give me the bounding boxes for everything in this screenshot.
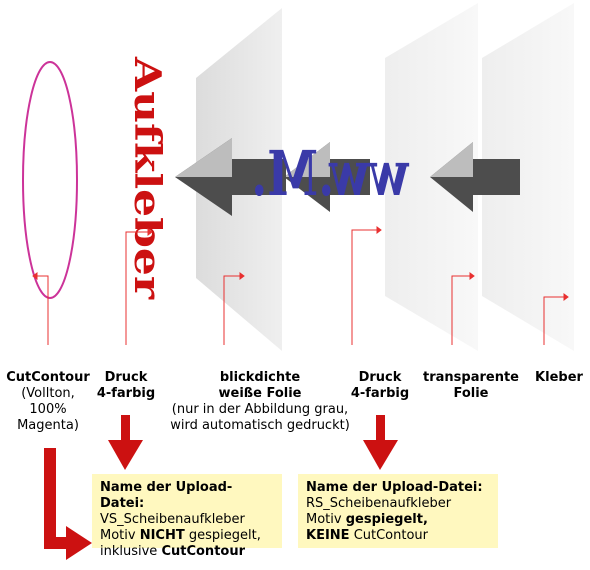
upload-filename: VS_Scheibenaufkleber — [100, 512, 245, 527]
label-druck-rs: Druck 4-farbig — [342, 370, 418, 402]
label-title: 4-farbig — [96, 386, 156, 401]
upload-heading: Name der Upload-Datei: — [100, 480, 233, 511]
label-line: wird automatisch gedruckt) — [170, 418, 350, 433]
label-druck-vs: Druck 4-farbig — [88, 370, 164, 402]
arrow-right-icon — [44, 448, 92, 560]
label-title: 4-farbig — [350, 386, 410, 401]
label-title: Kleber — [535, 370, 583, 385]
label-title: weiße Folie — [218, 386, 302, 401]
upload-note: Motiv NICHT gespiegelt, — [100, 528, 261, 543]
print-motif-vs: Aufkleber — [126, 56, 168, 300]
cutcontour-ellipse — [22, 61, 78, 299]
arrow-left-icon — [284, 142, 370, 212]
label-white-film: blickdichte weiße Folie (nur in der Abbi… — [162, 370, 358, 434]
upload-note: KEINE CutContour — [306, 528, 429, 543]
pointer-lines — [32, 226, 569, 345]
arrow-down-icon — [108, 415, 143, 470]
label-kleber: Kleber — [528, 370, 590, 386]
label-title: Folie — [453, 386, 489, 401]
upload-box-rs: Name der Upload-Datei: RS_Scheibenaufkle… — [298, 474, 498, 548]
print-motif-rs: ww.M. — [251, 137, 409, 210]
upload-note: Motiv gespiegelt, — [306, 512, 428, 527]
upload-box-vs: Name der Upload-Datei: VS_Scheibenaufkle… — [92, 474, 282, 559]
label-line: 100% — [29, 402, 67, 417]
kleber-layer — [482, 3, 574, 351]
label-line: (nur in der Abbildung grau, — [171, 402, 349, 417]
upload-filename: RS_Scheibenaufkleber — [306, 496, 452, 511]
upload-note: inklusive CutContour — [100, 544, 246, 559]
label-title: blickdichte — [219, 370, 301, 385]
label-transparent-film: transparente Folie — [418, 370, 524, 402]
upload-heading: Name der Upload-Datei: — [306, 480, 483, 495]
arrow-left-icon — [175, 138, 286, 216]
label-line: Magenta) — [17, 418, 79, 433]
arrow-down-icon — [363, 415, 398, 470]
label-title: transparente — [423, 370, 519, 385]
label-line: (Vollton, — [21, 386, 75, 401]
label-title: Druck — [104, 370, 148, 385]
label-cutcontour: CutContour (Vollton, 100% Magenta) — [0, 370, 96, 434]
label-title: CutContour — [6, 370, 90, 385]
label-title: Druck — [358, 370, 402, 385]
arrow-left-icon — [430, 142, 520, 212]
